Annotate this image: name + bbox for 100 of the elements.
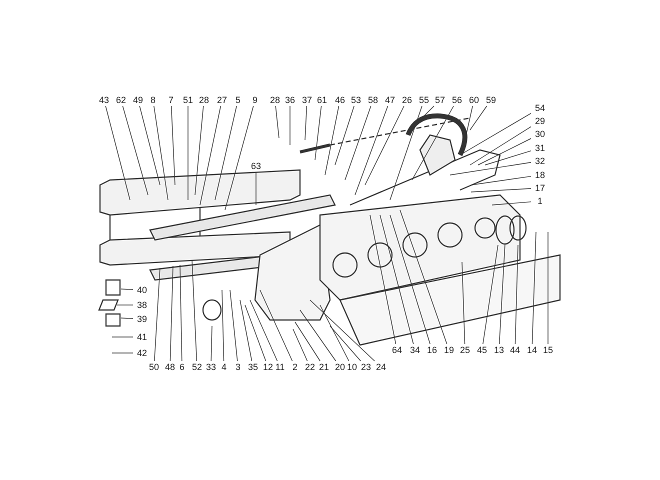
leader-line bbox=[120, 288, 134, 290]
leader-line bbox=[170, 106, 176, 186]
leader-line bbox=[470, 176, 532, 186]
callout-number: 45 bbox=[474, 345, 490, 355]
leader-line bbox=[310, 300, 375, 362]
callout-number: 61 bbox=[314, 95, 330, 105]
leader-line bbox=[498, 244, 506, 344]
callout-number: 53 bbox=[348, 95, 364, 105]
callout-number: 5 bbox=[230, 95, 246, 105]
callout-number: 17 bbox=[532, 183, 548, 193]
leader-line bbox=[154, 106, 168, 200]
leader-line bbox=[200, 106, 222, 206]
callout-number: 52 bbox=[189, 362, 205, 372]
callout-number: 28 bbox=[196, 95, 212, 105]
leader-line bbox=[139, 106, 160, 186]
callout-number: 54 bbox=[532, 103, 548, 113]
callout-number: 21 bbox=[316, 362, 332, 372]
leader-line bbox=[304, 106, 308, 140]
leader-line bbox=[120, 318, 134, 319]
callout-number: 50 bbox=[146, 362, 162, 372]
leader-line bbox=[210, 326, 212, 362]
callout-number: 7 bbox=[163, 95, 179, 105]
leader-line bbox=[170, 266, 174, 362]
leader-line bbox=[194, 106, 204, 196]
callout-number: 64 bbox=[389, 345, 405, 355]
callout-number: 43 bbox=[96, 95, 112, 105]
callout-number: 36 bbox=[282, 95, 298, 105]
leader-line bbox=[292, 328, 308, 362]
leader-line bbox=[514, 244, 518, 344]
callout-number: 14 bbox=[524, 345, 540, 355]
leader-line bbox=[400, 210, 448, 344]
leader-line bbox=[112, 336, 134, 338]
leader-line bbox=[154, 268, 160, 362]
leader-line bbox=[478, 138, 532, 166]
callout-number: 39 bbox=[134, 314, 150, 324]
callout-number: 31 bbox=[532, 143, 548, 153]
leader-line bbox=[180, 264, 182, 362]
callout-number: 49 bbox=[130, 95, 146, 105]
leader-line bbox=[250, 300, 278, 362]
leader-line bbox=[462, 262, 466, 344]
leader-line bbox=[314, 106, 322, 160]
callout-number: 23 bbox=[358, 362, 374, 372]
leader-line bbox=[390, 106, 422, 200]
leader-line bbox=[364, 106, 404, 186]
callout-number: 57 bbox=[432, 95, 448, 105]
callout-number: 46 bbox=[332, 95, 348, 105]
leader-line bbox=[482, 244, 498, 344]
leader-line bbox=[484, 150, 532, 166]
leader-line bbox=[532, 232, 536, 344]
leader-line bbox=[240, 300, 252, 362]
callout-number: 25 bbox=[457, 345, 473, 355]
leader-line bbox=[192, 260, 198, 362]
callout-number: 42 bbox=[134, 348, 150, 358]
leader-line bbox=[470, 188, 532, 192]
callout-number: 27 bbox=[214, 95, 230, 105]
leader-line bbox=[450, 162, 532, 176]
leader-line bbox=[380, 214, 414, 344]
callout-number: 16 bbox=[424, 345, 440, 355]
callout-number: 38 bbox=[134, 300, 150, 310]
leader-line bbox=[320, 304, 350, 362]
callout-number: 4 bbox=[216, 362, 232, 372]
leader-line bbox=[390, 214, 430, 344]
leader-line bbox=[492, 201, 532, 206]
callout-number: 22 bbox=[302, 362, 318, 372]
leader-line bbox=[334, 106, 354, 166]
callout-number: 51 bbox=[180, 95, 196, 105]
leader-line bbox=[344, 106, 372, 180]
leader-line bbox=[294, 322, 320, 362]
callout-number: 47 bbox=[382, 95, 398, 105]
leader-line bbox=[105, 106, 130, 200]
leader-line bbox=[244, 304, 266, 362]
callout-number: 28 bbox=[267, 95, 283, 105]
callout-number: 33 bbox=[203, 362, 219, 372]
leader-line bbox=[224, 106, 254, 210]
callout-number: 41 bbox=[134, 332, 150, 342]
callout-number: 58 bbox=[365, 95, 381, 105]
callout-number: 3 bbox=[230, 362, 246, 372]
callout-number: 1 bbox=[532, 196, 548, 206]
leader-line bbox=[354, 106, 388, 196]
leader-line bbox=[324, 106, 340, 176]
leader-line bbox=[370, 214, 396, 344]
callout-number: 29 bbox=[532, 116, 548, 126]
callout-number: 37 bbox=[299, 95, 315, 105]
callout-number: 26 bbox=[399, 95, 415, 105]
callout-number: 55 bbox=[416, 95, 432, 105]
callout-number: 19 bbox=[441, 345, 457, 355]
callout-number: 59 bbox=[483, 95, 499, 105]
leader-line bbox=[300, 310, 336, 362]
callout-number: 44 bbox=[507, 345, 523, 355]
leader-line bbox=[470, 126, 532, 166]
callout-number: 18 bbox=[532, 170, 548, 180]
leader-line bbox=[330, 326, 362, 362]
leader-line bbox=[470, 106, 488, 130]
leader-line bbox=[122, 106, 148, 196]
callout-number: 15 bbox=[540, 345, 556, 355]
callout-number: 24 bbox=[373, 362, 389, 372]
callout-number: 13 bbox=[491, 345, 507, 355]
callout-number: 34 bbox=[407, 345, 423, 355]
leader-line bbox=[116, 304, 134, 306]
leader-line bbox=[260, 290, 293, 362]
